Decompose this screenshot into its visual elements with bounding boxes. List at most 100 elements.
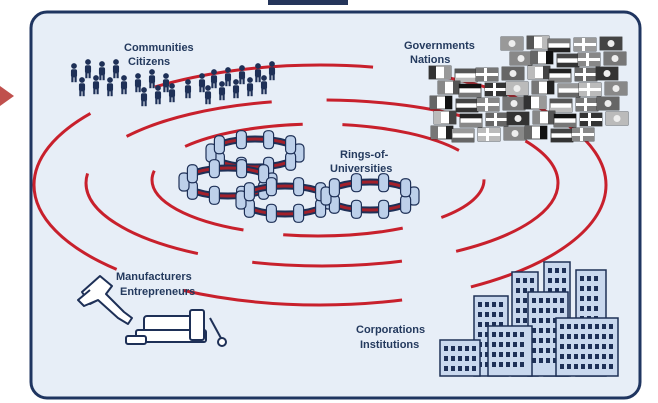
person-icon: [224, 67, 232, 87]
label-governments: Governments: [404, 40, 475, 52]
person-icon: [162, 73, 170, 93]
flag-icon: [596, 96, 620, 111]
inner-ring: [150, 122, 486, 238]
flag-icon: [547, 38, 571, 53]
flag-icon: [557, 83, 581, 98]
flag-icon: [527, 65, 551, 80]
flag-icon: [526, 35, 550, 50]
person-icon: [268, 61, 276, 81]
left-arrow-icon: [0, 86, 14, 106]
label-citizens: Citizens: [128, 56, 170, 68]
person-icon: [168, 83, 176, 103]
flag-icon: [506, 111, 530, 126]
title-fragment: [268, 0, 348, 5]
flag-icon: [477, 127, 501, 142]
rings-of-universities-group: [178, 130, 420, 223]
flag-icon: [595, 66, 619, 81]
person-icon: [254, 63, 262, 83]
flag-icon: [530, 50, 554, 65]
flag-icon: [550, 128, 574, 143]
outer-ring: [32, 63, 608, 307]
flag-icon: [579, 112, 603, 127]
flag-icon: [475, 67, 499, 82]
flag-icon: [604, 81, 628, 96]
flag-icon: [603, 51, 627, 66]
flag-icon: [458, 83, 482, 98]
person-icon: [84, 59, 92, 79]
flag-icon: [454, 68, 478, 83]
governments-flags-group: [428, 35, 629, 143]
person-icon: [204, 85, 212, 105]
building-icon: [555, 317, 619, 377]
person-icon: [154, 85, 162, 105]
corporations-buildings-group: [439, 261, 619, 377]
flag-icon: [476, 97, 500, 112]
label-institutions: Institutions: [360, 339, 419, 351]
flag-icon: [437, 80, 461, 95]
flag-icon: [532, 110, 556, 125]
person-icon: [120, 75, 128, 95]
person-icon: [70, 63, 78, 83]
flag-icon: [553, 113, 577, 128]
flag-icon: [428, 65, 452, 80]
flag-icon: [548, 68, 572, 83]
flag-icon: [531, 80, 555, 95]
person-icon: [238, 65, 246, 85]
person-icon: [140, 87, 148, 107]
flag-icon: [524, 125, 548, 140]
flag-icon: [484, 82, 508, 97]
person-icon: [198, 73, 206, 93]
university-ring-icon: [320, 173, 420, 219]
building-icon: [487, 325, 533, 377]
flag-icon: [573, 37, 597, 52]
middle-ring: [84, 98, 560, 268]
flag-icon: [455, 98, 479, 113]
person-icon: [98, 61, 106, 81]
person-icon: [148, 69, 156, 89]
flag-icon: [451, 128, 475, 143]
flag-icon: [574, 67, 598, 82]
flag-icon: [549, 98, 573, 113]
manufacturers-tools-icon: [77, 275, 227, 347]
flag-icon: [503, 126, 527, 141]
flag-icon: [571, 127, 595, 142]
person-icon: [106, 77, 114, 97]
flag-icon: [433, 110, 457, 125]
flag-icon: [509, 51, 533, 66]
flag-icon: [429, 95, 453, 110]
label-communities: Communities: [124, 42, 194, 54]
person-icon: [232, 79, 240, 99]
label-rings-of: Rings-of-: [340, 149, 389, 161]
label-corporations: Corporations: [356, 324, 425, 336]
flag-icon: [502, 96, 526, 111]
flag-icon: [523, 95, 547, 110]
person-icon: [184, 79, 192, 99]
flag-icon: [500, 36, 524, 51]
flag-icon: [505, 81, 529, 96]
flag-icon: [501, 66, 525, 81]
person-icon: [112, 59, 120, 79]
flag-icon: [599, 36, 623, 51]
label-universities: Universities: [330, 163, 392, 175]
flag-icon: [605, 111, 629, 126]
person-icon: [260, 75, 268, 95]
building-icon: [439, 339, 481, 377]
person-icon: [134, 73, 142, 93]
flag-icon: [575, 97, 599, 112]
label-manufacturers: Manufacturers: [116, 271, 192, 283]
label-nations: Nations: [410, 54, 450, 66]
person-icon: [78, 77, 86, 97]
flag-icon: [485, 112, 509, 127]
citizens-people-group: [70, 59, 276, 107]
person-icon: [92, 75, 100, 95]
person-icon: [246, 77, 254, 97]
flag-icon: [430, 125, 454, 140]
flag-icon: [459, 113, 483, 128]
university-ring-icon: [205, 130, 305, 176]
person-icon: [210, 69, 218, 89]
label-entrepreneurs: Entrepreneurs: [120, 286, 195, 298]
flag-icon: [577, 52, 601, 67]
person-icon: [218, 81, 226, 101]
flag-icon: [556, 53, 580, 68]
